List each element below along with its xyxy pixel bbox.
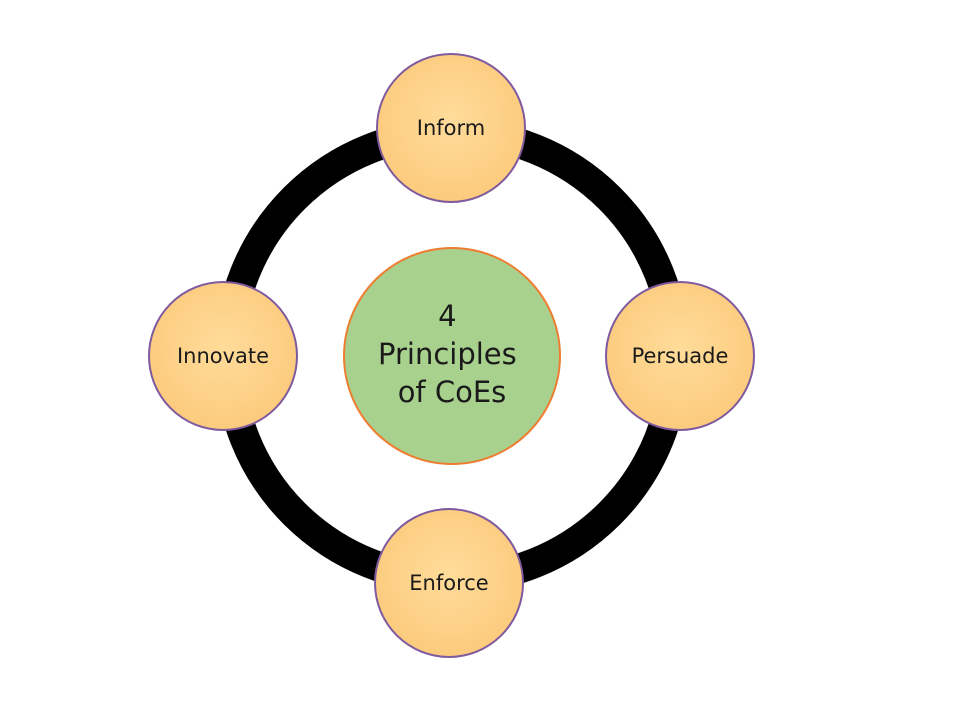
node-enforce-label: Enforce — [409, 571, 488, 595]
node-innovate-circle — [148, 281, 298, 431]
node-enforce-circle — [374, 508, 524, 658]
center-title: 4 Principles of CoEs — [378, 299, 526, 409]
center-circle — [343, 247, 561, 465]
node-persuade-circle — [605, 281, 755, 431]
node-inform-label: Inform — [417, 116, 485, 140]
node-innovate: Innovate — [148, 281, 298, 431]
center-node: 4 Principles of CoEs — [343, 247, 561, 465]
node-persuade-label: Persuade — [632, 344, 729, 368]
center-line-3: of CoEs — [398, 375, 507, 409]
node-persuade: Persuade — [605, 281, 755, 431]
center-line-2: Principles — [378, 337, 517, 371]
node-innovate-label: Innovate — [177, 344, 269, 368]
node-inform: Inform — [376, 53, 526, 203]
center-line-1: 4 — [438, 299, 456, 333]
node-inform-circle — [376, 53, 526, 203]
node-enforce: Enforce — [374, 508, 524, 658]
